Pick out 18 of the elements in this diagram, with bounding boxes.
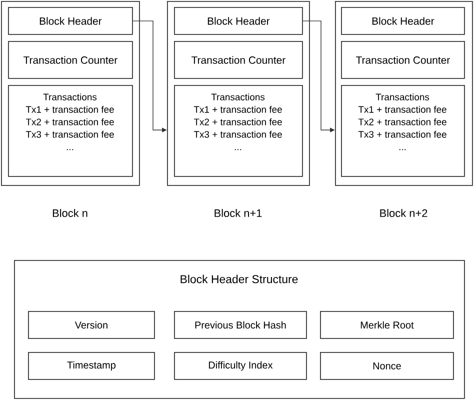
field-box: Block Header: [341, 7, 465, 35]
field-box: Transaction Counter: [174, 41, 303, 79]
transactions-box: Transactions Tx1 + transaction fee Tx2 + transaction fee Tx3 + transaction fee ...: [8, 85, 133, 177]
block-label: Block n: [52, 208, 88, 218]
field-box: Block Header: [174, 7, 303, 35]
field-box: Merkle Root: [320, 311, 454, 339]
field-box: Transaction Counter: [341, 41, 465, 79]
field-box: Block Header: [8, 7, 133, 35]
field-box: Previous Block Hash: [174, 311, 307, 339]
field-box: Transaction Counter: [8, 41, 133, 79]
field-box: Timestamp: [28, 352, 155, 380]
field-box: Nonce: [320, 352, 454, 380]
transactions-box: Transactions Tx1 + transaction fee Tx2 + transaction fee Tx3 + transaction fee ...: [341, 85, 465, 177]
transactions-box: Transactions Tx1 + transaction fee Tx2 + transaction fee Tx3 + transaction fee ...: [174, 85, 303, 177]
block-label: Block n+2: [380, 208, 428, 218]
field-box: Difficulty Index: [174, 352, 307, 380]
block-label: Block n+1: [214, 208, 262, 218]
field-box: Version: [28, 311, 155, 339]
